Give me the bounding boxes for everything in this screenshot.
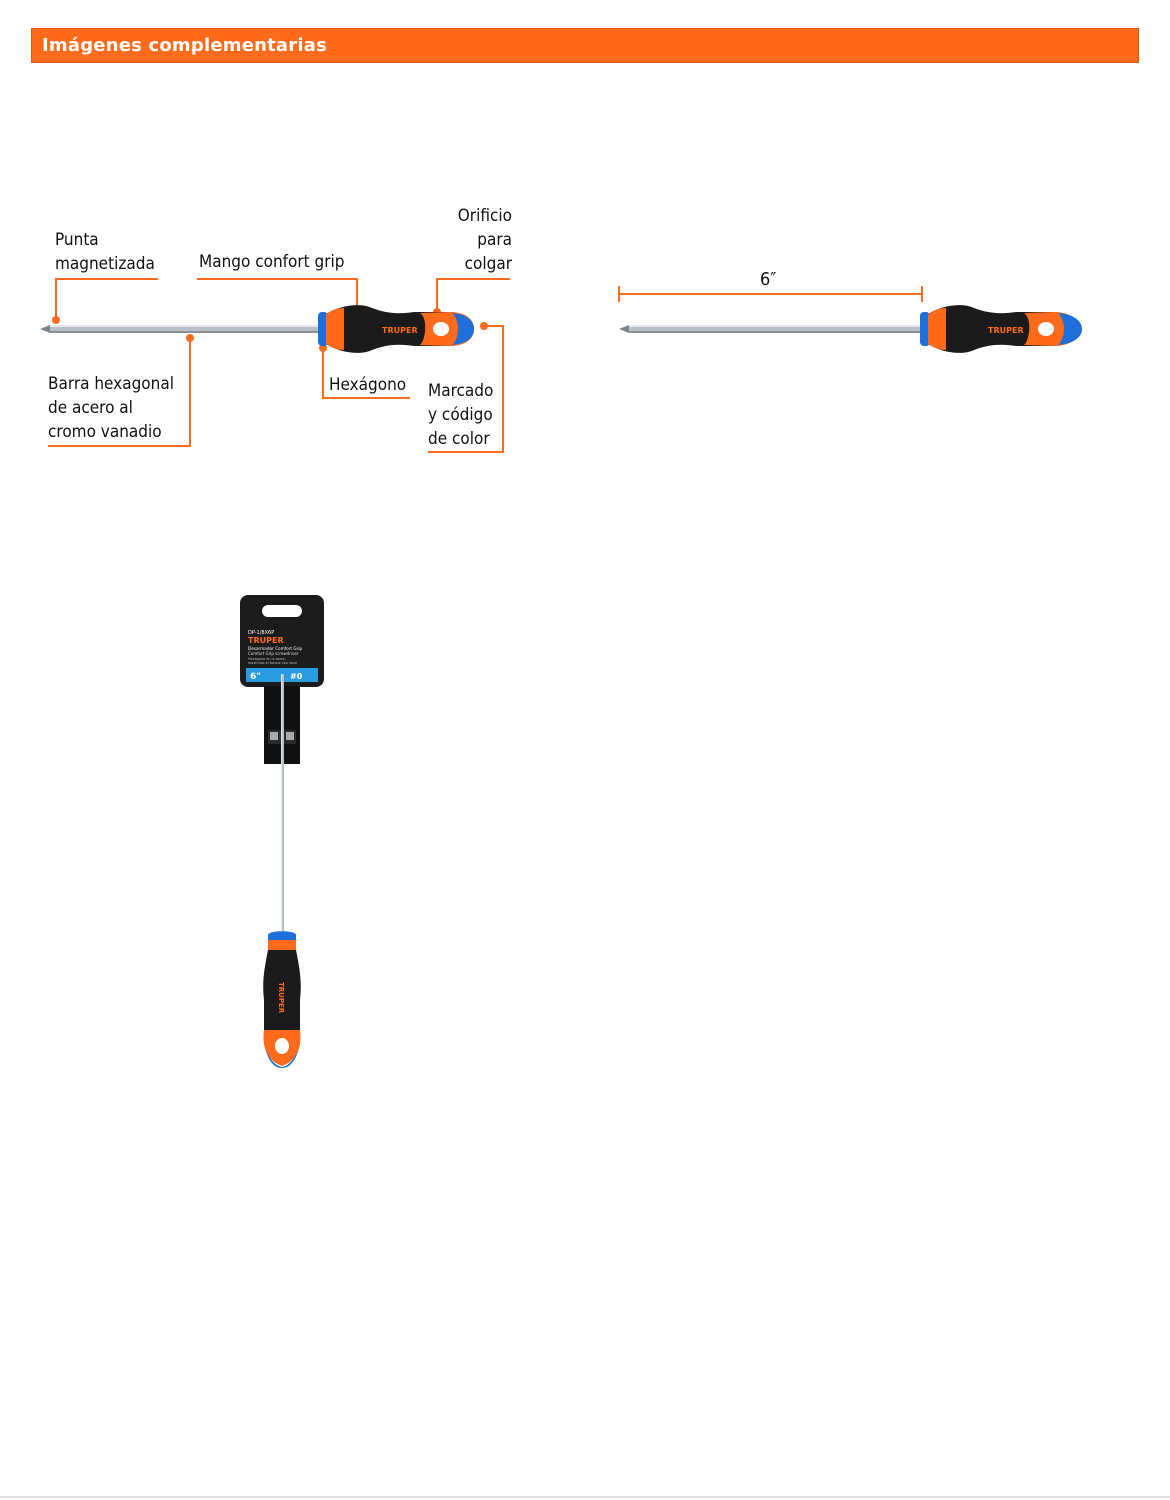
packaged-product: DP-1/8X6P TRUPER Desarmador Comfort Grip… [230,590,340,1070]
section-title: Imágenes complementarias [42,35,327,56]
screwdriver-handle-2: TRUPER [920,305,1082,353]
package-size: 6" [250,672,261,682]
callout-hole: Orificio para colgar [457,206,512,274]
handle-logo-2: TRUPER [988,326,1024,335]
dimension-figure: TRUPER 6″ [600,250,1100,380]
screwdriver-handle: TRUPER [318,305,474,353]
package-svg: DP-1/8X6P TRUPER Desarmador Comfort Grip… [240,595,324,1068]
package-handle-logo: TRUPER [277,982,285,1014]
callout-bar: Barra hexagonal de acero al cromo vanadi… [48,374,174,442]
page-bottom-rule [0,1496,1170,1498]
callout-tip: Punta magnetizada [55,230,155,274]
dimension-line [618,286,923,302]
dimension-svg: TRUPER [618,286,1082,353]
leader-bar [48,338,191,447]
handle-logo: TRUPER [382,326,418,335]
callout-handle: Mango confort grip [199,252,345,272]
leader-handle [197,278,358,312]
screwdriver-shaft [40,325,322,333]
leader-tip [55,278,158,318]
package-product-en: Comfort Grip screwdriver [248,651,299,656]
package-brand: TRUPER [248,636,284,645]
section-header: Imágenes complementarias [31,28,1139,63]
package-product-es: Desarmador Comfort Grip [248,646,303,651]
package-code: DP-1/8X6P [248,630,274,636]
diagram-svg: TRUPER [40,278,510,453]
leader-hexagon [322,348,410,399]
leader-hole [436,278,510,312]
package-note: Hexágono en la barra, [248,657,286,661]
annotated-screwdriver-diagram: TRUPER Punta magnetizada Mango confort g… [0,0,560,480]
svg-text:maximiza el torque con llave: maximiza el torque con llave [248,661,297,665]
dimension-label: 6″ [760,269,777,290]
package-tip: #0 [290,672,303,681]
leader-marking [428,325,504,453]
callout-marking: Marcado y código de color [428,381,494,449]
leader-lines [48,278,510,453]
callout-hexagon: Hexágono [329,375,407,395]
screwdriver-shaft-2 [619,325,924,333]
